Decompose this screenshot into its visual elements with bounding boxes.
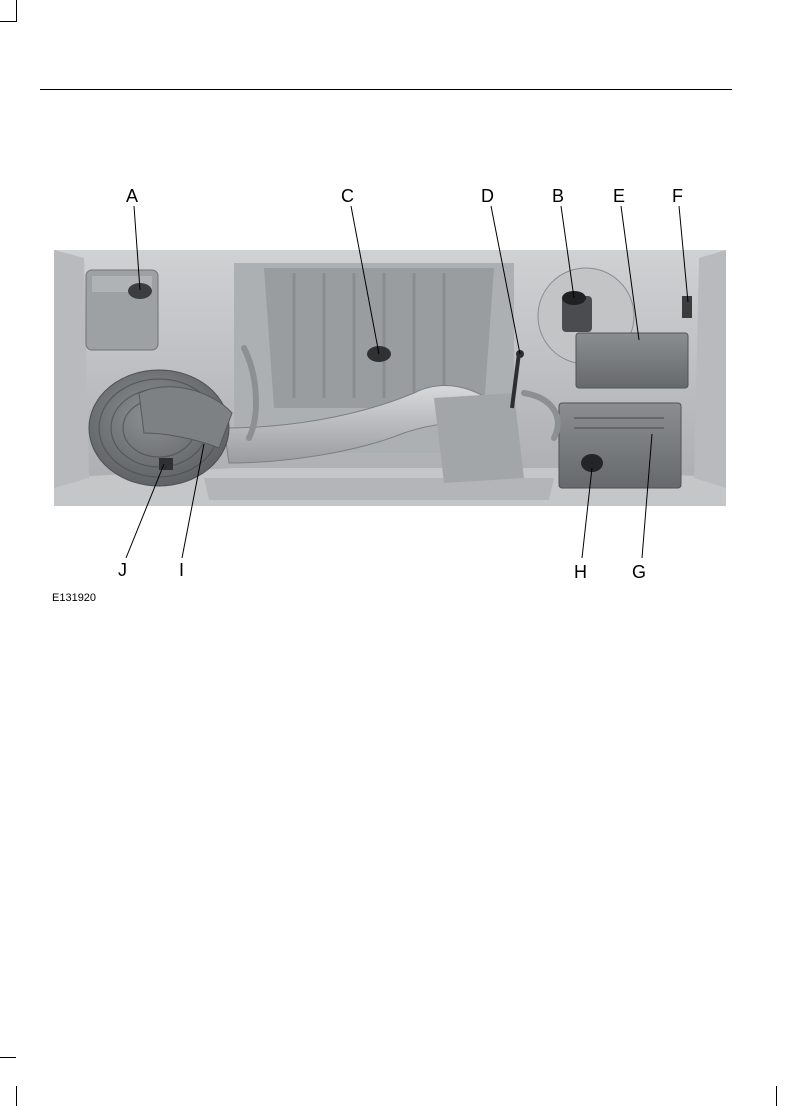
callout-e: E	[613, 186, 625, 206]
engine-compartment-figure: A C D B E F J I H G	[54, 178, 726, 598]
crop-mark-top-left-v	[16, 0, 17, 22]
header-rule	[40, 89, 732, 90]
callout-h: H	[574, 562, 587, 582]
callout-i: I	[179, 560, 184, 580]
crop-mark-top-left-h	[0, 21, 16, 22]
callout-a: A	[126, 186, 138, 206]
callout-c: C	[341, 186, 354, 206]
engine-photo	[54, 250, 726, 506]
figure-id: E131920	[52, 592, 96, 604]
crop-mark-bottom-left-h	[0, 1057, 16, 1058]
callout-g: G	[632, 562, 646, 582]
engine-compartment-illustration: A C D B E F J I H G	[54, 178, 726, 598]
crop-mark-bottom-right-v	[776, 1086, 777, 1106]
callout-b: B	[552, 186, 564, 206]
callout-f: F	[672, 186, 683, 206]
crop-mark-bottom-left-v	[16, 1086, 17, 1106]
callout-d: D	[481, 186, 494, 206]
callout-j: J	[118, 560, 127, 580]
